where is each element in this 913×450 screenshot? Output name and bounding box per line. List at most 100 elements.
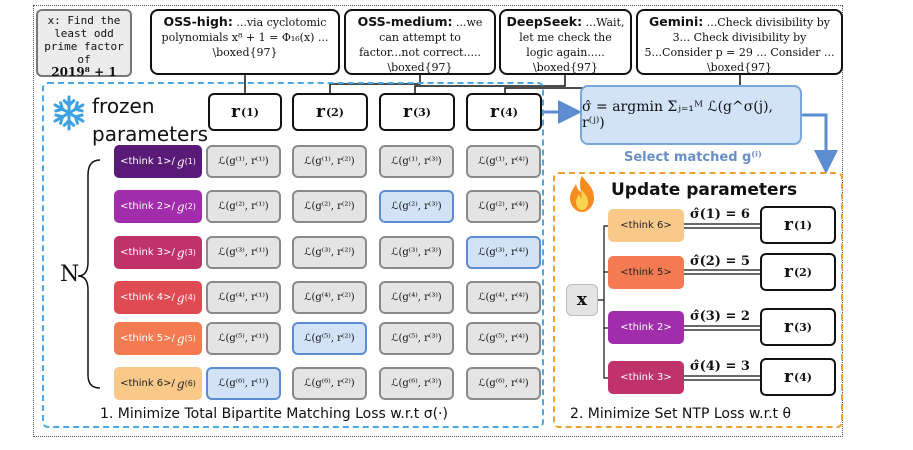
- think-label-sup: (4): [184, 293, 196, 302]
- loss-cell-1-4: ℒ(g⁽¹⁾, r⁽⁴⁾): [466, 145, 541, 178]
- r-superscript: (1): [240, 105, 260, 119]
- response-name: OSS-high:: [163, 14, 233, 29]
- think-label-text: <think 6>/: [120, 378, 175, 389]
- think-label-sup: (6): [184, 379, 196, 388]
- update-think-label-2: <think 5>: [608, 256, 684, 289]
- fire-icon: [570, 176, 594, 212]
- loss-cell-6-3: ℒ(g⁽⁶⁾, r⁽³⁾): [379, 367, 454, 400]
- response-name: Gemini:: [649, 14, 704, 29]
- sigma-assignment-4: σ̂(4) = 3: [690, 359, 750, 374]
- update-r-box-4: r(4): [760, 358, 836, 396]
- r-box-4: r(4): [466, 93, 542, 131]
- response-text: ...Check divisibility by 3... Check divi…: [644, 16, 835, 74]
- loss-cell-5-2: ℒ(g⁽⁵⁾, r⁽²⁾): [292, 322, 367, 355]
- sigma-assignment-2: σ̂(2) = 5: [690, 254, 750, 269]
- r-symbol: r: [315, 102, 325, 122]
- r-symbol: r: [783, 262, 793, 282]
- frozen-parameters-label: frozen parameters: [92, 94, 209, 146]
- loss-cell-3-1: ℒ(g⁽³⁾, r⁽¹⁾): [206, 236, 281, 269]
- think-label-g: g: [176, 199, 185, 214]
- loss-cell-1-2: ℒ(g⁽¹⁾, r⁽²⁾): [292, 145, 367, 178]
- think-label-sup: (2): [184, 202, 196, 211]
- think-label-1: <think 1>/g(1): [114, 145, 202, 178]
- think-label-sup: (5): [184, 334, 196, 343]
- loss-cell-4-2: ℒ(g⁽⁴⁾, r⁽²⁾): [292, 281, 367, 314]
- think-label-sup: (3): [184, 248, 196, 257]
- think-label-text: <think 1>/: [120, 156, 175, 167]
- r-superscript: (4): [499, 105, 519, 119]
- sigma-assignment-3: σ̂(3) = 2: [690, 309, 750, 324]
- x-symbol: x: [576, 290, 588, 310]
- think-label-sup: (1): [184, 157, 196, 166]
- r-symbol: r: [783, 367, 793, 387]
- response-oss-medium: OSS-medium: ...we can attempt to factor.…: [344, 9, 496, 75]
- loss-cell-4-4: ℒ(g⁽⁴⁾, r⁽⁴⁾): [466, 281, 541, 314]
- argmin-box: σ̂ = argmin Σⱼ₌₁ᴹ ℒ(g^σ(j), r⁽ʲ⁾): [580, 85, 802, 145]
- question-box: x: Find the least odd prime factor of 20…: [36, 9, 132, 79]
- update-think-label-1: <think 6>: [608, 209, 684, 242]
- n-label: N: [60, 262, 80, 287]
- loss-cell-5-1: ℒ(g⁽⁵⁾, r⁽¹⁾): [206, 322, 281, 355]
- update-r-box-1: r(1): [760, 206, 836, 244]
- response-name: OSS-medium:: [357, 14, 453, 29]
- argmin-formula: σ̂ = argmin Σⱼ₌₁ᴹ ℒ(g^σ(j), r⁽ʲ⁾): [582, 99, 773, 131]
- think-label-4: <think 4>/g(4): [114, 281, 202, 314]
- response-oss-high: OSS-high: ...via cyclotomic polynomials …: [150, 9, 340, 75]
- response-text: ...Wait, let me check the logic again...…: [519, 16, 625, 74]
- caption-step-2: 2. Minimize Set NTP Loss w.r.t θ: [570, 406, 792, 422]
- loss-cell-6-1: ℒ(g⁽⁶⁾, r⁽¹⁾): [206, 367, 281, 400]
- input-x-box: x: [566, 284, 598, 316]
- think-label-g: g: [176, 154, 185, 169]
- response-gemini: Gemini: ...Check divisibility by 3... Ch…: [636, 9, 843, 75]
- loss-cell-3-3: ℒ(g⁽³⁾, r⁽³⁾): [379, 236, 454, 269]
- loss-cell-5-4: ℒ(g⁽⁵⁾, r⁽⁴⁾): [466, 322, 541, 355]
- loss-cell-6-2: ℒ(g⁽⁶⁾, r⁽²⁾): [292, 367, 367, 400]
- loss-cell-2-2: ℒ(g⁽²⁾, r⁽²⁾): [292, 190, 367, 223]
- r-symbol: r: [783, 317, 793, 337]
- loss-cell-4-3: ℒ(g⁽⁴⁾, r⁽³⁾): [379, 281, 454, 314]
- question-math: 2019⁸ + 1: [51, 65, 117, 79]
- r-symbol: r: [402, 102, 412, 122]
- update-parameters-label: Update parameters: [611, 180, 798, 200]
- think-label-g: g: [176, 290, 185, 305]
- loss-cell-6-4: ℒ(g⁽⁶⁾, r⁽⁴⁾): [466, 367, 541, 400]
- sigma-assignment-1: σ̂(1) = 6: [690, 207, 750, 222]
- r-superscript: (3): [412, 105, 432, 119]
- update-r-box-3: r(3): [760, 308, 836, 346]
- think-label-6: <think 6>/g(6): [114, 367, 202, 400]
- think-label-g: g: [176, 376, 185, 391]
- loss-cell-1-3: ℒ(g⁽¹⁾, r⁽³⁾): [379, 145, 454, 178]
- select-matched-label: Select matched g⁽ⁱ⁾: [624, 150, 762, 165]
- response-deepseek: DeepSeek: ...Wait, let me check the logi…: [499, 9, 632, 75]
- response-text: ...we can attempt to factor...not correc…: [359, 16, 483, 74]
- r-box-1: r(1): [208, 93, 282, 131]
- think-label-2: <think 2>/g(2): [114, 190, 202, 223]
- r-box-3: r(3): [379, 93, 455, 131]
- r-superscript: (1): [793, 218, 813, 232]
- matching-panel: [42, 82, 544, 428]
- update-panel: [553, 172, 843, 428]
- snowflake-icon: [53, 95, 85, 131]
- response-name: DeepSeek:: [506, 14, 583, 29]
- think-label-text: <think 3>/: [120, 247, 175, 258]
- think-label-text: <think 4>/: [120, 292, 175, 303]
- think-label-g: g: [176, 245, 185, 260]
- r-superscript: (4): [793, 370, 813, 384]
- think-label-3: <think 3>/g(3): [114, 236, 202, 269]
- loss-cell-3-4: ℒ(g⁽³⁾, r⁽⁴⁾): [466, 236, 541, 269]
- update-think-label-3: <think 2>: [608, 311, 684, 344]
- loss-cell-3-2: ℒ(g⁽³⁾, r⁽²⁾): [292, 236, 367, 269]
- r-symbol: r: [489, 102, 499, 122]
- r-superscript: (3): [793, 320, 813, 334]
- think-label-g: g: [176, 331, 185, 346]
- r-superscript: (2): [325, 105, 345, 119]
- loss-cell-4-1: ℒ(g⁽⁴⁾, r⁽¹⁾): [206, 281, 281, 314]
- loss-cell-2-3: ℒ(g⁽²⁾, r⁽³⁾): [379, 190, 454, 223]
- r-box-2: r(2): [292, 93, 368, 131]
- response-text: ...via cyclotomic polynomials x⁸ + 1 = Φ…: [161, 16, 329, 59]
- caption-step-1: 1. Minimize Total Bipartite Matching Los…: [100, 406, 448, 422]
- r-symbol: r: [783, 215, 793, 235]
- update-r-box-2: r(2): [760, 253, 836, 291]
- loss-cell-2-4: ℒ(g⁽²⁾, r⁽⁴⁾): [466, 190, 541, 223]
